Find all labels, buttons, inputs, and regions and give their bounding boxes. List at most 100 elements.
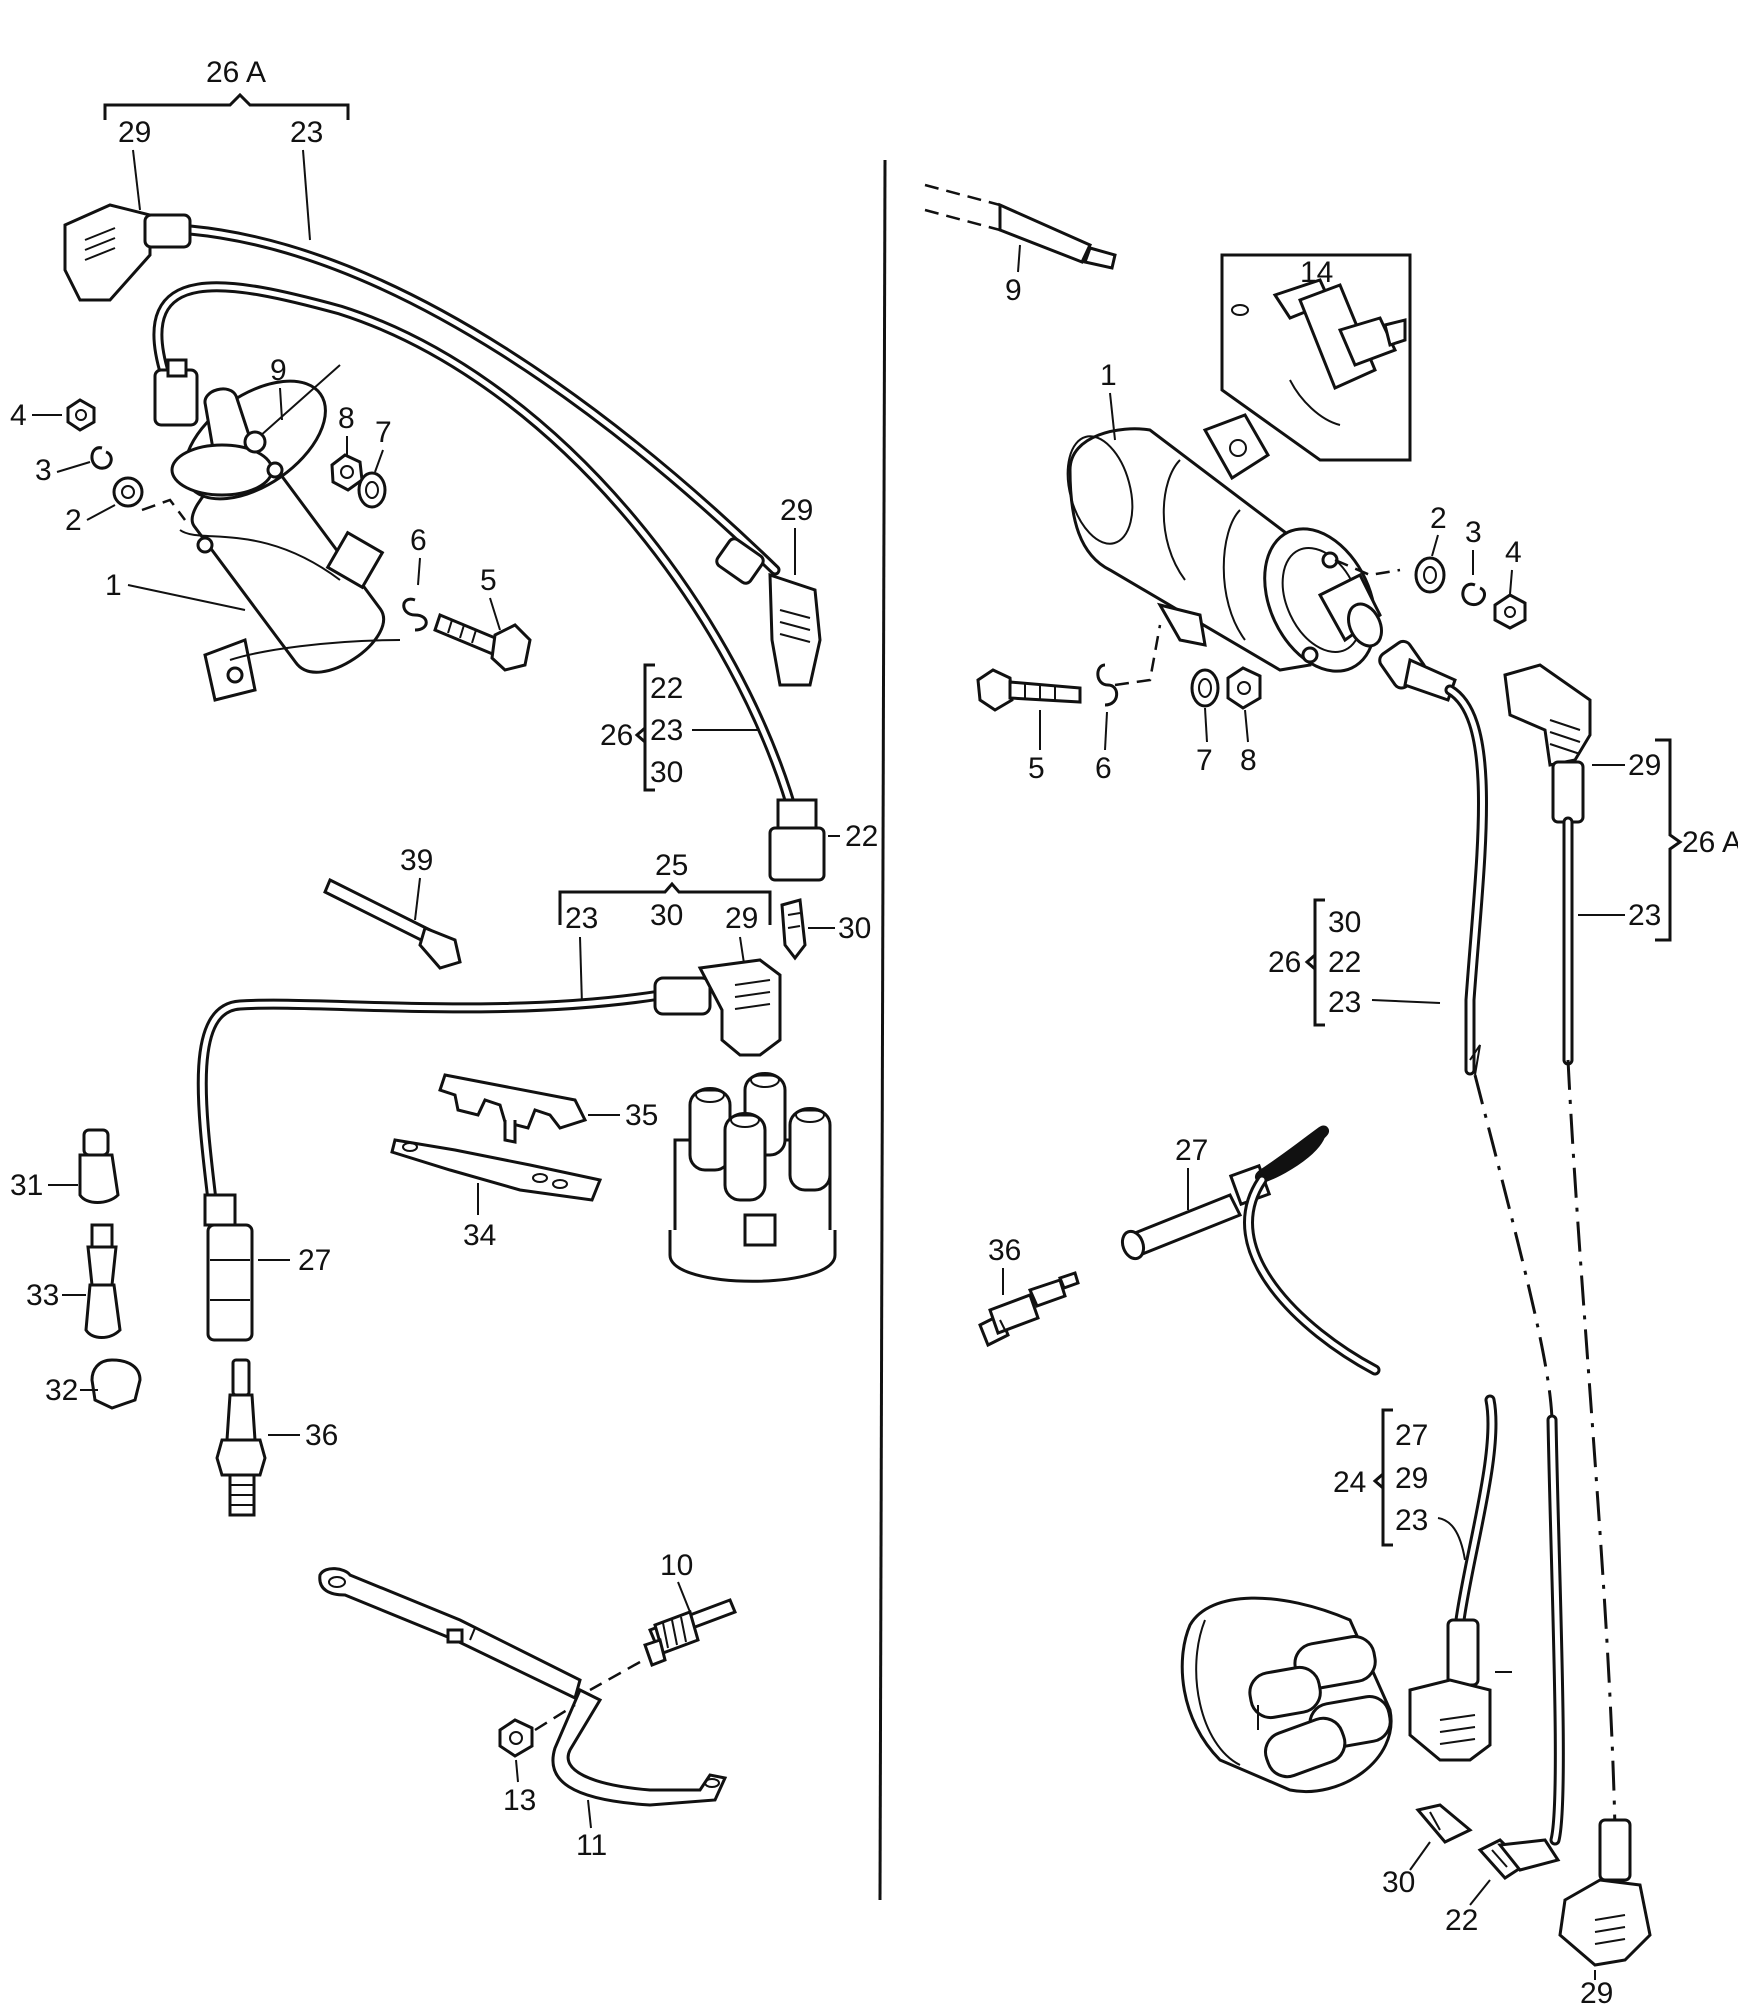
label-9-right: 9	[1005, 274, 1022, 307]
nut-8-right	[1226, 666, 1262, 710]
group-26a-bracket-right	[1655, 738, 1683, 942]
label-29-left-mid: 29	[780, 494, 813, 527]
label-4-right: 4	[1505, 536, 1522, 569]
label-27-left: 27	[298, 1244, 331, 1277]
label-1-right: 1	[1100, 359, 1117, 392]
glow-plug-10	[643, 1598, 737, 1667]
bracket-11	[551, 1687, 728, 1807]
ignition-coil-left	[170, 379, 401, 702]
bolt-5-right	[976, 668, 1082, 712]
label-3-left: 3	[35, 454, 52, 487]
label-22-right: 22	[1445, 1904, 1478, 1937]
label-7-left: 7	[375, 416, 392, 449]
label-26-23-right: 23	[1328, 986, 1361, 1019]
label-23-left-top: 23	[290, 116, 323, 149]
lock-washer-3-left	[90, 446, 113, 470]
cap-32	[90, 1358, 142, 1410]
washer-2-right	[1414, 556, 1446, 594]
distributor-cap-right	[1180, 1596, 1393, 1793]
lead-terminal-top	[153, 368, 199, 427]
washer-7-left	[357, 471, 387, 509]
cable-tie-39	[323, 877, 462, 970]
label-32: 32	[45, 1374, 78, 1407]
label-26-30-right: 30	[1328, 906, 1361, 939]
spark-plug-connector-29-mid	[715, 537, 822, 687]
lock-washer-3-right	[1461, 582, 1486, 607]
label-27-right: 27	[1175, 1134, 1208, 1167]
connector-14-box	[1220, 253, 1412, 462]
connector-31	[78, 1128, 120, 1204]
label-25-23: 23	[565, 902, 598, 935]
label-26-22-left: 22	[650, 672, 683, 705]
lead-holder-35	[438, 1073, 588, 1144]
nut-4-left	[66, 398, 96, 432]
suppressor-33	[84, 1223, 122, 1339]
washer-2-left	[112, 476, 144, 508]
connector-22-left	[768, 798, 826, 882]
label-29-right-top: 29	[1628, 749, 1661, 782]
label-26-22-right: 22	[1328, 946, 1361, 979]
terminal-30-left	[780, 898, 807, 961]
label-31: 31	[10, 1169, 43, 1202]
connector-22-right	[1477, 1838, 1561, 1880]
label-25-29: 29	[725, 902, 758, 935]
label-26-30-left: 30	[650, 756, 683, 789]
label-5-right: 5	[1028, 752, 1045, 785]
connector-27-left	[203, 1193, 254, 1342]
spark-plug-36-right	[978, 1271, 1080, 1348]
label-25-30: 30	[650, 899, 683, 932]
spark-plug-connector-29-24	[1408, 1618, 1512, 1762]
spark-plug-connector-29-25	[653, 958, 782, 1057]
ground-wire-9-right	[924, 183, 1117, 270]
label-14: 14	[1300, 256, 1333, 289]
label-36-left: 36	[305, 1419, 338, 1452]
label-23-right-top: 23	[1628, 899, 1661, 932]
right-panel: 9 14 1	[924, 183, 1738, 2005]
distributor-cap-left	[668, 1072, 837, 1283]
label-26-right: 26	[1268, 946, 1301, 979]
label-1-left: 1	[105, 569, 122, 602]
washer-7-right	[1190, 668, 1220, 708]
group-26-bracket-left	[634, 663, 655, 792]
lead-strip-assembly	[318, 1567, 582, 1701]
spring-washer-6-right	[1096, 663, 1119, 707]
nut-4-right	[1493, 593, 1527, 630]
label-24-27: 27	[1395, 1419, 1428, 1452]
nut-8-left	[330, 453, 364, 492]
label-36-right: 36	[988, 1234, 1021, 1267]
label-8-left: 8	[338, 402, 355, 435]
connector-22-coil	[1378, 639, 1457, 702]
spark-plug-connector-29-right-top	[1503, 663, 1592, 824]
panel-divider	[878, 159, 887, 1901]
label-10: 10	[660, 1549, 693, 1582]
label-30-right: 30	[1382, 1866, 1415, 1899]
label-34: 34	[463, 1219, 496, 1252]
group-26-bracket-right	[1304, 898, 1325, 1027]
label-7-right: 7	[1196, 744, 1213, 777]
label-26-left: 26	[600, 719, 633, 752]
bolt-5-left	[433, 612, 532, 672]
label-5-left: 5	[480, 564, 497, 597]
label-9-left: 9	[270, 354, 287, 387]
label-24-23: 23	[1395, 1504, 1428, 1537]
label-24: 24	[1333, 1466, 1366, 1499]
group-26a-bracket	[103, 92, 350, 120]
label-26a-right: 26 A	[1682, 826, 1738, 859]
label-11: 11	[576, 1829, 607, 1862]
ht-lead-25	[196, 989, 666, 1206]
connector-27-right	[1120, 1163, 1272, 1261]
nut-13	[498, 1718, 534, 1758]
label-6-left: 6	[410, 524, 427, 557]
label-26a-left: 26 A	[206, 56, 266, 89]
label-22-left: 22	[845, 820, 878, 853]
label-29-left-top: 29	[118, 116, 151, 149]
label-29-right-bottom: 29	[1580, 1977, 1613, 2005]
mounting-plate-34	[390, 1138, 603, 1202]
label-33: 33	[26, 1279, 59, 1312]
label-2-right: 2	[1430, 502, 1447, 535]
spark-plug-connector-29-top	[63, 203, 192, 302]
label-2-left: 2	[65, 504, 82, 537]
label-6-right: 6	[1095, 752, 1112, 785]
ht-lead-24-loop	[1254, 1125, 1330, 1183]
